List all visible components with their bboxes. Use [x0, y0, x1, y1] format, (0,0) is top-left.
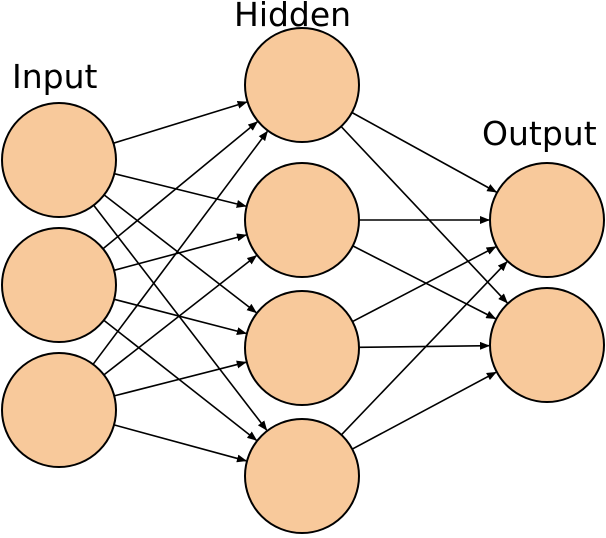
- connection-hidden-3-to-output-2: [358, 341, 490, 350]
- hidden-neuron-2: [244, 162, 360, 278]
- input-layer-label: Input: [12, 57, 98, 96]
- connection-hidden-2-to-output-2: [352, 245, 497, 320]
- connection-hidden-1-to-output-1: [351, 111, 498, 193]
- connection-input-2-to-hidden-4: [103, 319, 258, 441]
- connections: [92, 100, 508, 463]
- connection-hidden-4-to-output-2: [351, 371, 497, 450]
- hidden-neuron-1: [244, 27, 360, 143]
- input-neuron-3: [1, 352, 117, 468]
- output-layer-label: Output: [482, 114, 597, 153]
- connection-hidden-3-to-output-1: [352, 246, 497, 323]
- output-neuron-2: [489, 287, 605, 403]
- neurons: [1, 27, 605, 534]
- connection-input-1-to-hidden-2: [114, 172, 247, 208]
- connection-hidden-1-to-output-2: [340, 125, 508, 304]
- connection-hidden-4-to-output-1: [340, 261, 508, 436]
- input-neuron-2: [1, 227, 117, 343]
- connection-input-1-to-hidden-3: [103, 194, 257, 314]
- hidden-neuron-3: [244, 290, 360, 406]
- connection-input-1-to-hidden-1: [113, 100, 248, 144]
- output-neuron-1: [489, 162, 605, 278]
- connection-input-3-to-hidden-4: [113, 424, 247, 463]
- connection-input-2-to-hidden-1: [102, 121, 258, 250]
- input-neuron-1: [1, 102, 117, 218]
- connection-input-3-to-hidden-1: [92, 130, 268, 365]
- hidden-neuron-4: [244, 418, 360, 534]
- connection-input-1-to-hidden-4: [93, 204, 268, 431]
- connection-input-3-to-hidden-3: [114, 360, 247, 397]
- hidden-layer-label: Hidden: [234, 0, 351, 34]
- connection-input-2-to-hidden-2: [113, 233, 247, 272]
- connection-input-3-to-hidden-2: [103, 255, 258, 376]
